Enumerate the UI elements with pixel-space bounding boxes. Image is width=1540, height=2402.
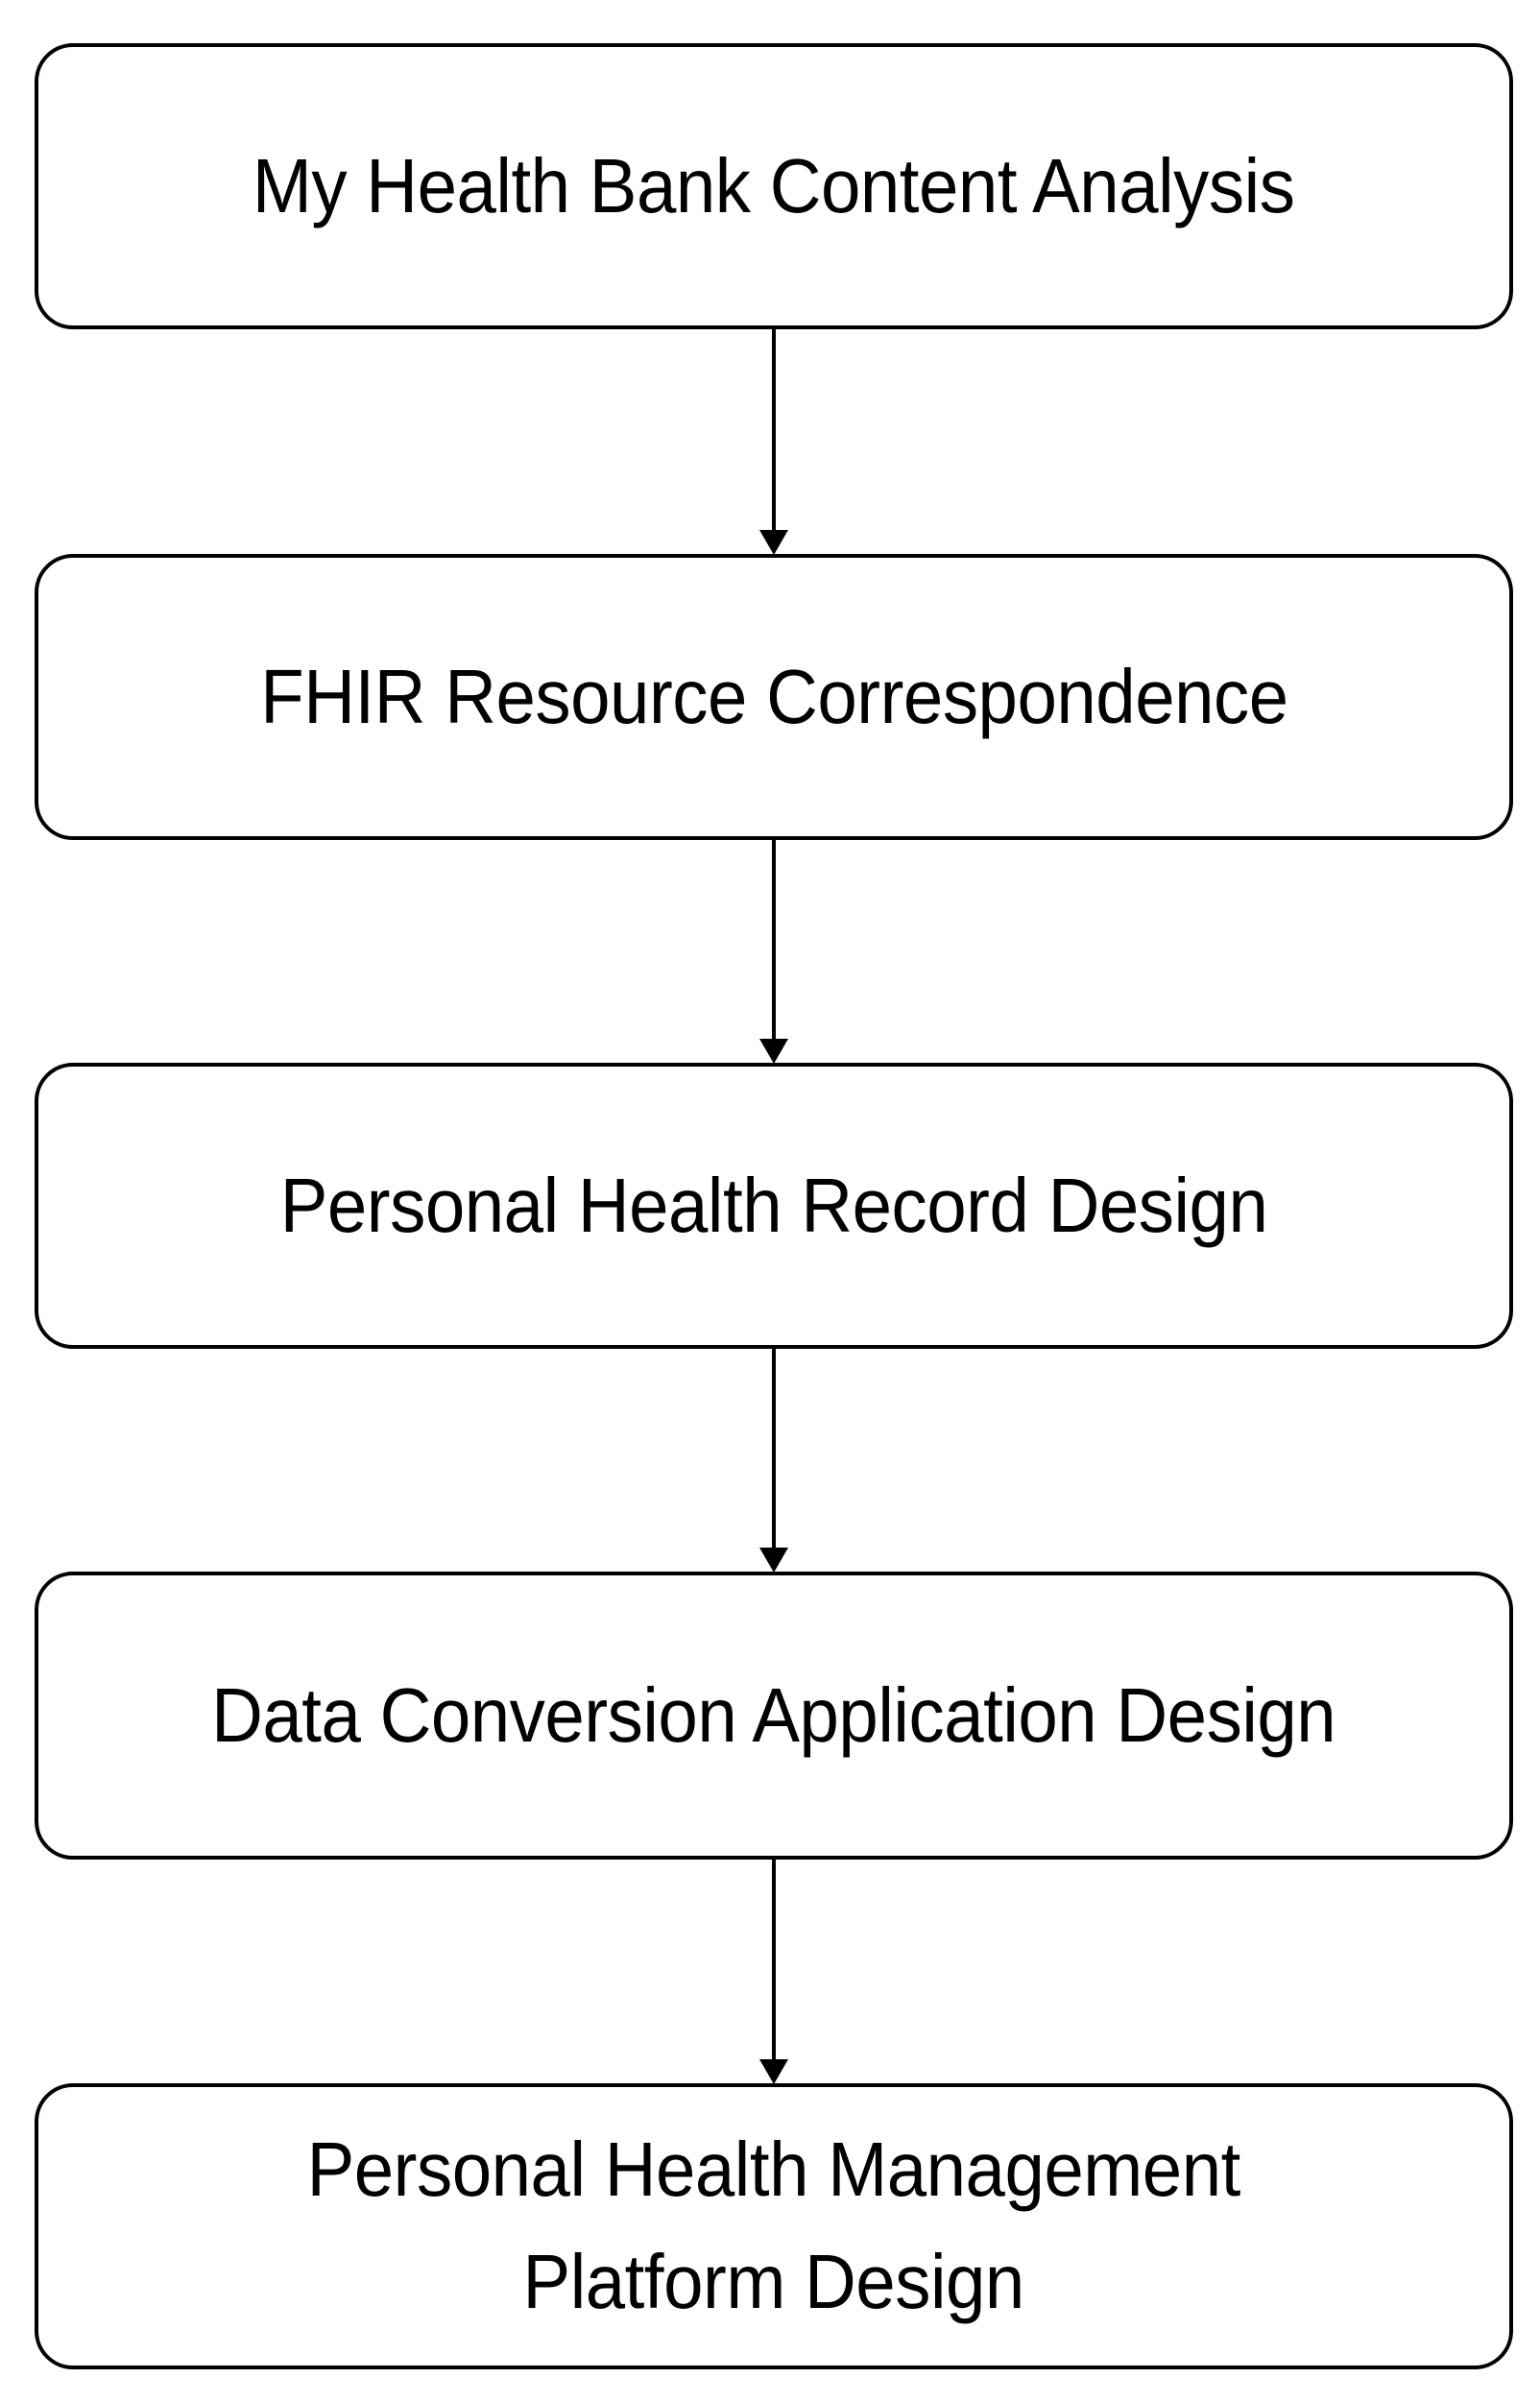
- flow-node-fhir-resource-correspondence[interactable]: FHIR Resource Correspondence: [35, 554, 1513, 840]
- connector-arrow-1-2: [759, 329, 788, 555]
- connector-arrow-3-4: [759, 1349, 788, 1573]
- flow-node-content-analysis[interactable]: My Health Bank Content Analysis: [35, 43, 1513, 329]
- flow-node-label: Personal Health Record Design: [279, 1162, 1268, 1248]
- flow-node-data-conversion-application-design[interactable]: Data Conversion Application Design: [35, 1572, 1513, 1860]
- flow-node-personal-health-management-platform-design[interactable]: Personal Health Management Platform Desi…: [35, 2083, 1513, 2369]
- flow-node-personal-health-record-design[interactable]: Personal Health Record Design: [35, 1063, 1513, 1349]
- flow-node-label: Data Conversion Application Design: [211, 1671, 1336, 1758]
- connector-arrow-2-3: [759, 840, 788, 1064]
- connector-arrow-4-5: [759, 1860, 788, 2084]
- flow-node-label: FHIR Resource Correspondence: [259, 653, 1288, 739]
- flow-node-label: Personal Health Management Platform Desi…: [306, 2126, 1241, 2324]
- flow-node-label: My Health Bank Content Analysis: [253, 142, 1295, 228]
